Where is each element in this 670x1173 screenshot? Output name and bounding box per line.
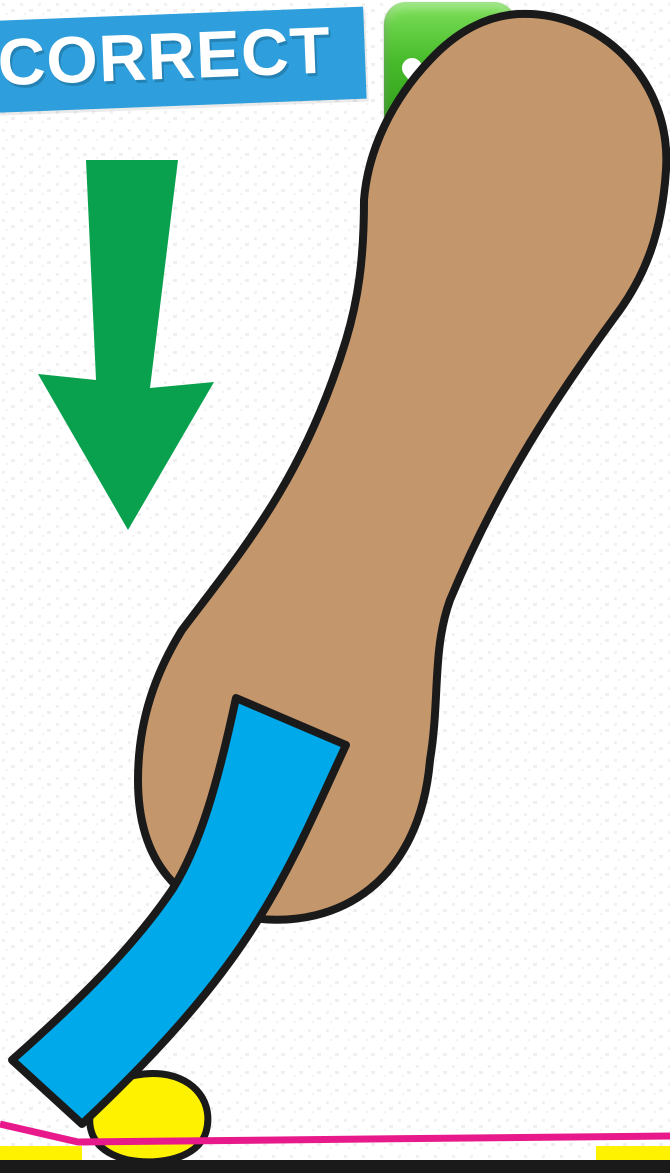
baseline-bar [0,1160,670,1173]
down-arrow-icon [38,160,214,530]
